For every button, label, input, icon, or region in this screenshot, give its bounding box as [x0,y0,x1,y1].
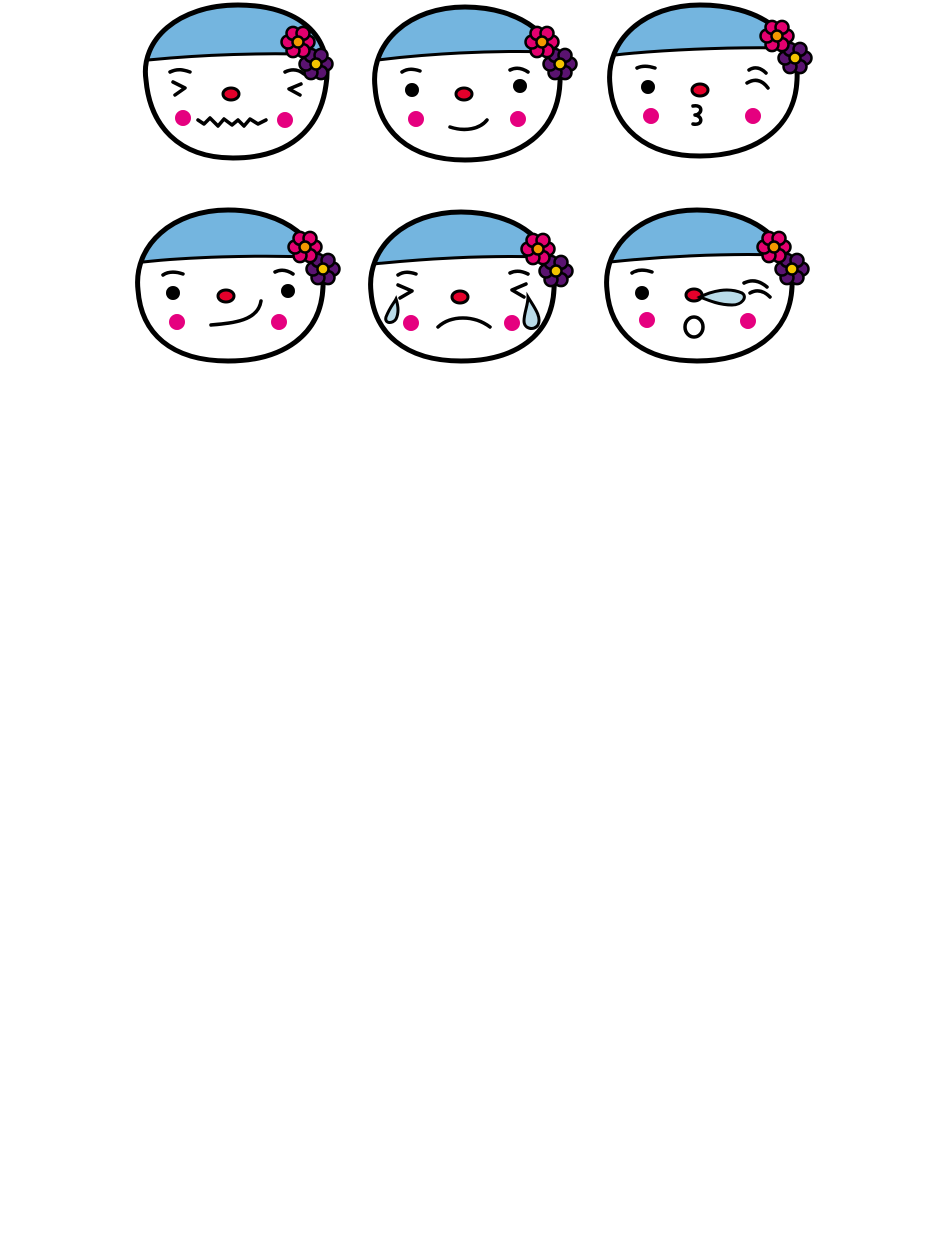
snowman-face-icon [142,2,334,161]
face-crying [366,207,576,372]
snowman-face-icon [372,4,578,163]
flower-icon [759,19,813,75]
flower-center [770,29,784,43]
face-smiling [370,2,580,167]
flower-icon [756,230,810,286]
flower-icon [520,232,574,288]
face-surprised-runny-nose [602,205,812,370]
snowman-face-icon [607,2,813,159]
flower-center [309,57,323,71]
flower-center [531,242,545,256]
face-winking-kiss [605,0,815,165]
flower-center [298,240,312,254]
snowman-face-icon [604,207,810,364]
flower-center [553,57,567,71]
flower-center [291,35,305,49]
face-squinting-wavy-mouth [138,0,348,165]
snowman-face-icon [135,207,341,364]
flower-center [785,262,799,276]
face-smirking [133,205,343,370]
flower-icon [524,25,578,81]
flower-center [316,262,330,276]
flower-center [535,35,549,49]
flower-icon [280,25,334,81]
snowman-face-icon [368,209,574,364]
flower-center [549,264,563,278]
flower-icon [287,230,341,286]
flower-center [767,240,781,254]
flower-center [788,51,802,65]
